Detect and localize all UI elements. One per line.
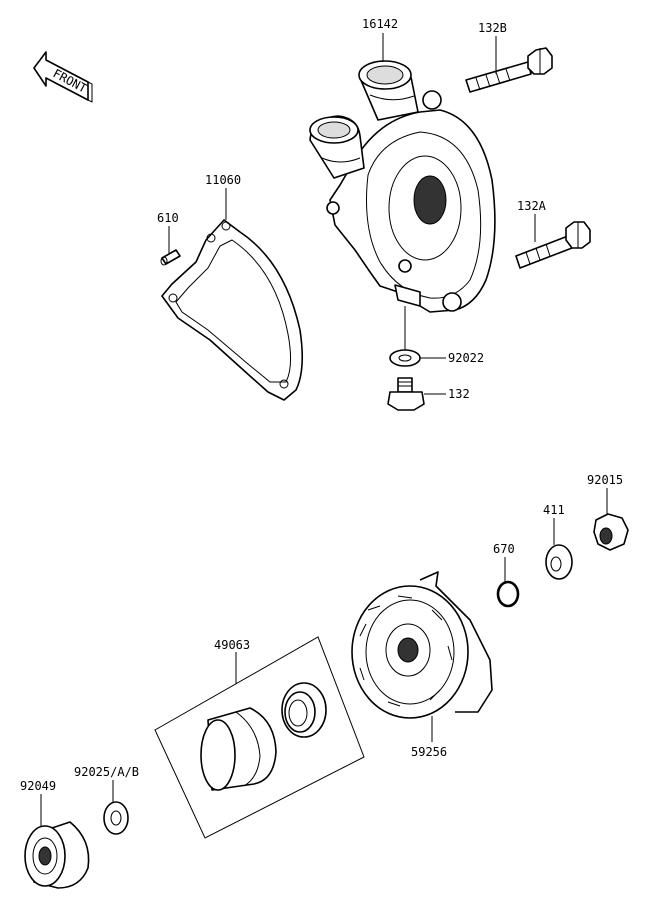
label-92025: 92025/A/B [74, 765, 139, 779]
pump-cover-16142 [309, 60, 496, 313]
gasket-11060 [161, 219, 304, 401]
nut-92015 [593, 513, 629, 551]
o-ring-670 [496, 580, 520, 608]
front-arrow-icon: FRONT [33, 51, 93, 103]
label-92015: 92015 [587, 473, 623, 487]
leader-lines [40, 33, 608, 826]
bolt-132A [515, 221, 591, 269]
label-11060: 11060 [205, 173, 241, 187]
label-411: 411 [543, 503, 565, 517]
bearing-92049 [24, 821, 90, 889]
label-670: 670 [493, 542, 515, 556]
pin-610 [160, 249, 181, 266]
washer-411 [545, 544, 573, 580]
impeller-59256 [351, 571, 493, 719]
label-610: 610 [157, 211, 179, 225]
label-92022: 92022 [448, 351, 484, 365]
label-132: 132 [448, 387, 470, 401]
label-92049: 92049 [20, 779, 56, 793]
bolt-132B [465, 47, 553, 93]
label-16142: 16142 [362, 17, 398, 31]
washer-92022 [389, 349, 421, 367]
label-132B: 132B [478, 21, 507, 35]
label-59256: 59256 [411, 745, 447, 759]
drain-bolt-132 [387, 377, 425, 411]
seal-kit-49063 [154, 636, 365, 839]
label-132A: 132A [517, 199, 547, 213]
label-49063: 49063 [214, 638, 250, 652]
washer-92025 [103, 801, 129, 835]
